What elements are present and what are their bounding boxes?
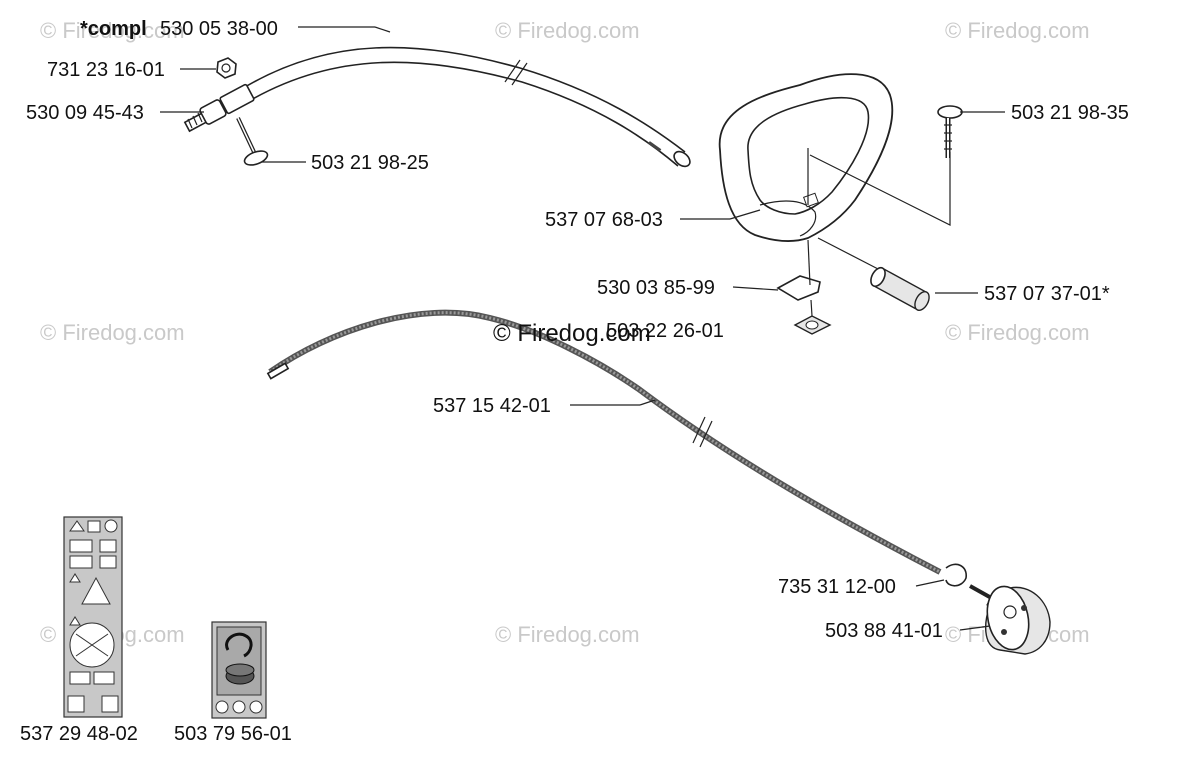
drive-cable-part bbox=[266, 309, 942, 575]
watermark: © Firedog.com bbox=[495, 18, 640, 43]
handle-label: 537 07 68-03 bbox=[545, 209, 663, 231]
clamp-label: 530 03 85-99 bbox=[597, 277, 715, 299]
compl-prefix-label: *compl bbox=[80, 18, 147, 40]
nut-part bbox=[216, 57, 237, 79]
sleeve-part bbox=[870, 266, 930, 311]
fitting-part bbox=[183, 83, 255, 133]
leader-lines bbox=[160, 26, 1005, 631]
circlip-part bbox=[945, 563, 967, 587]
decal-right-label: 503 79 56-01 bbox=[174, 723, 292, 745]
circlip-label: 735 31 12-00 bbox=[778, 576, 896, 598]
wingnut-label: 503 22 26-01 bbox=[606, 320, 724, 342]
shaft-tube bbox=[239, 46, 691, 168]
part-labels: *compl 530 05 38-00 731 23 16-01 530 09 … bbox=[20, 18, 1129, 745]
screw-left-label: 503 21 98-25 bbox=[311, 152, 429, 174]
drum-label: 503 88 41-01 bbox=[825, 620, 943, 642]
decal-right bbox=[211, 621, 267, 719]
watermark: © Firedog.com bbox=[40, 18, 185, 43]
drive-cable-label: 537 15 42-01 bbox=[433, 395, 551, 417]
wingnut-part bbox=[793, 299, 832, 335]
clamp-part bbox=[776, 239, 821, 301]
center-watermark: © Firedog.com bbox=[493, 320, 651, 347]
compl-number-label: 530 05 38-00 bbox=[160, 18, 278, 40]
handle-part bbox=[718, 73, 951, 271]
screw-left-part bbox=[236, 117, 269, 166]
watermark: © Firedog.com bbox=[945, 18, 1090, 43]
watermark: © Firedog.com bbox=[40, 320, 185, 345]
decal-left-label: 537 29 48-02 bbox=[20, 723, 138, 745]
watermark: © Firedog.com bbox=[945, 320, 1090, 345]
drum-part bbox=[969, 584, 1051, 655]
nut-label: 731 23 16-01 bbox=[47, 59, 165, 81]
screw-right-part bbox=[937, 105, 963, 158]
screw-right-label: 503 21 98-35 bbox=[1011, 102, 1129, 124]
sleeve-label: 537 07 37-01* bbox=[984, 283, 1110, 305]
fitting-label: 530 09 45-43 bbox=[26, 102, 144, 124]
watermark: © Firedog.com bbox=[495, 622, 640, 647]
decal-left bbox=[63, 516, 123, 718]
